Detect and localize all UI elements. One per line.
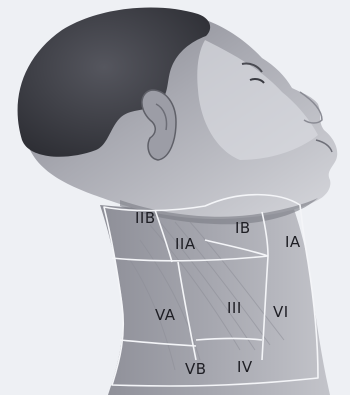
label-IA: IA	[285, 233, 301, 251]
label-III: III	[227, 299, 242, 317]
label-IB: IB	[235, 219, 251, 237]
neck-shape	[100, 198, 330, 395]
label-IV: IV	[237, 358, 253, 376]
label-VI: VI	[273, 303, 289, 321]
label-VB: VB	[185, 360, 207, 378]
label-IIA: IIA	[175, 235, 196, 253]
label-IIB: IIB	[135, 209, 156, 227]
label-VA: VA	[155, 306, 176, 324]
